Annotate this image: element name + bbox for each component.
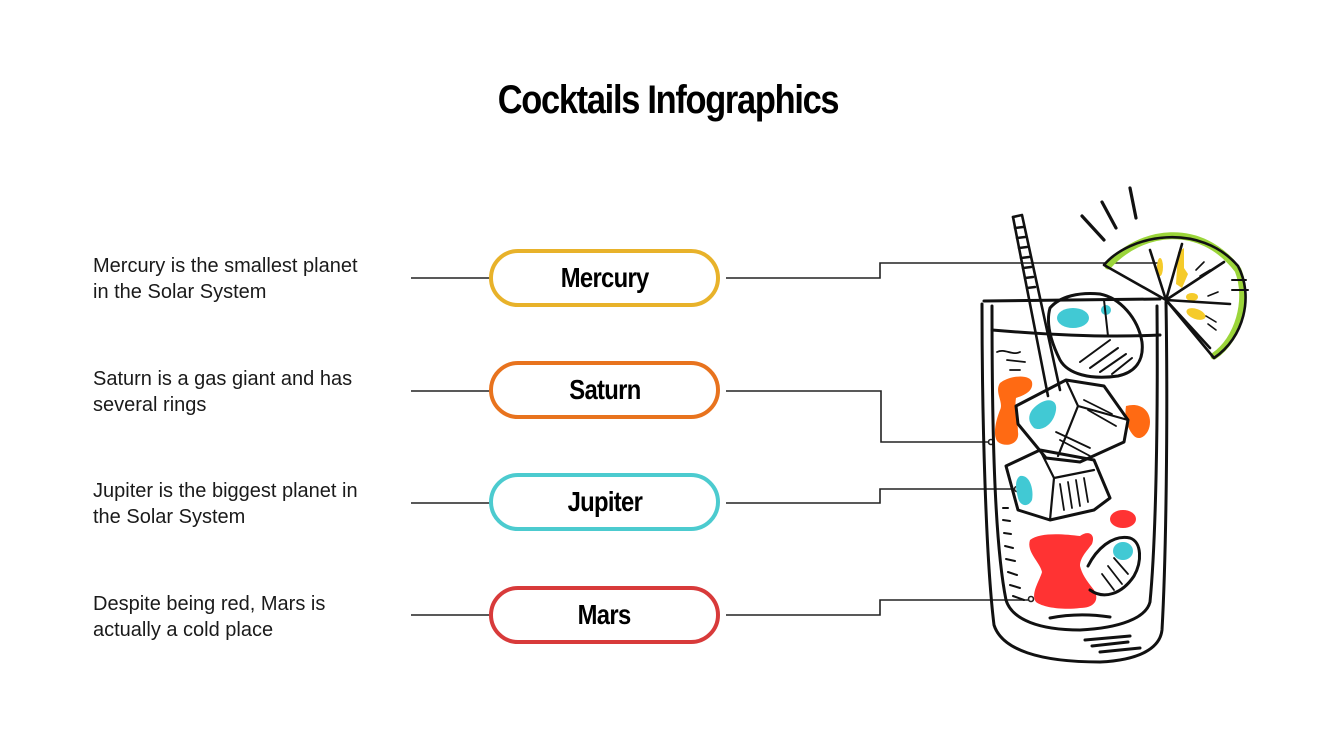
jupiter-description: Jupiter is the biggest planet in the Sol…	[93, 478, 413, 530]
slide-title: Cocktails Infographics	[497, 78, 840, 122]
saturn-pill-label: Saturn	[568, 374, 641, 405]
mercury-description: Mercury is the smallest planet in the So…	[93, 253, 413, 305]
mars-connector-dot	[1027, 595, 1035, 603]
jupiter-connector-dot	[1013, 485, 1021, 493]
saturn-connector-dot	[987, 438, 995, 446]
mars-description-line2: actually a cold place	[93, 619, 274, 641]
sparkle-lines	[1080, 186, 1138, 242]
mercury-description-line1: Mercury is the smallest planet	[93, 255, 358, 277]
lime-wedge	[1102, 236, 1249, 360]
connector-lines	[411, 262, 1160, 616]
saturn-description-line2: several rings	[93, 394, 207, 416]
mercury-description-line2: in the Solar System	[93, 281, 267, 303]
mars-pill-label: Mars	[578, 599, 632, 630]
mars-description-line1: Despite being red, Mars is	[93, 593, 326, 615]
cyan-splashes	[1016, 305, 1133, 560]
saturn-description-line1: Saturn is a gas giant and has	[93, 368, 353, 390]
mars-pill: Mars	[489, 586, 720, 644]
mars-right-connector	[726, 599, 1030, 616]
straw	[1011, 213, 1062, 398]
saturn-pill: Saturn	[489, 361, 720, 419]
jupiter-description-line1: Jupiter is the biggest planet in	[93, 480, 358, 502]
jupiter-pill-label: Jupiter	[567, 486, 642, 517]
cocktail-glass-illustration	[980, 186, 1249, 664]
mars-description: Despite being red, Mars is actually a co…	[93, 591, 413, 643]
mercury-pill: Mercury	[489, 249, 720, 307]
saturn-right-connector	[726, 390, 990, 443]
mercury-right-connector	[726, 262, 1160, 279]
orange-splashes	[994, 376, 1150, 445]
mercury-pill-label: Mercury	[560, 262, 650, 293]
ice-cubes	[1004, 292, 1144, 597]
saturn-description: Saturn is a gas giant and has several ri…	[93, 366, 413, 418]
glass-outline	[980, 297, 1169, 664]
lime-fill	[1104, 232, 1247, 360]
jupiter-pill: Jupiter	[489, 473, 720, 531]
jupiter-description-line2: the Solar System	[93, 506, 246, 528]
red-splashes	[1029, 510, 1136, 609]
jupiter-right-connector	[726, 488, 1016, 504]
